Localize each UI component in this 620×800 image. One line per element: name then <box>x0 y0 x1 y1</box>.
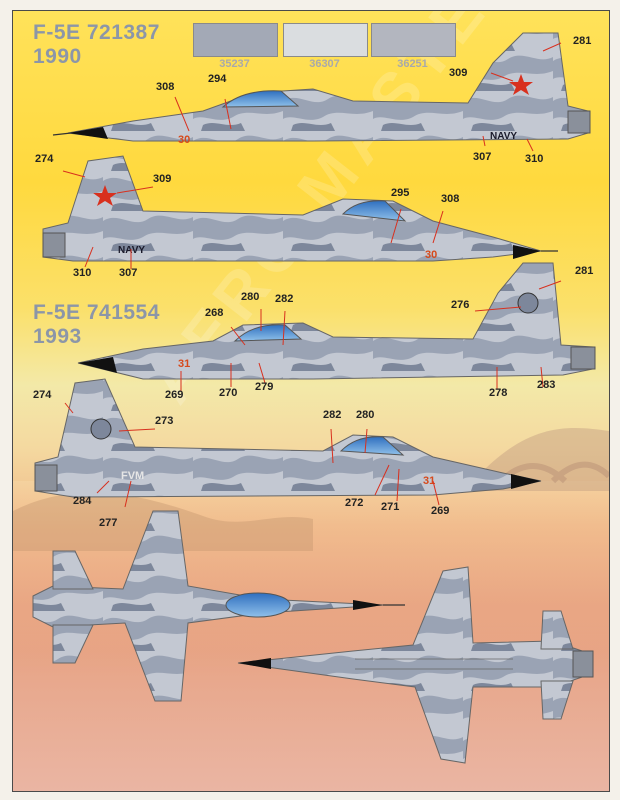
aircraft-1-star-b <box>93 185 117 206</box>
callout-269-a: 269 <box>165 389 184 401</box>
aircraft-2-serial: F-5E 741554 <box>33 301 160 324</box>
aircraft-1-star-a <box>509 74 533 95</box>
callout-280-b: 280 <box>356 409 375 421</box>
aircraft-2-profile-left: 31 <box>77 262 596 380</box>
swatch-code-36251: 36251 <box>397 58 428 70</box>
aircraft-2-title: F-5E 741554 1993 <box>33 301 160 349</box>
callout-295: 295 <box>391 187 410 199</box>
callout-308-a: 308 <box>156 81 175 93</box>
callout-270-a: 270 <box>219 387 238 399</box>
callout-281-b: 281 <box>575 265 594 277</box>
aircraft-1-modex-b: 30 <box>425 249 437 261</box>
callout-272: 272 <box>345 497 364 509</box>
swatch-36251 <box>371 23 456 57</box>
callout-282-b: 282 <box>323 409 342 421</box>
aircraft-2-tail-insignia-b <box>90 418 112 440</box>
sea-background <box>13 481 609 791</box>
aircraft-2-modex-a: 31 <box>178 358 190 370</box>
callout-269-b: 269 <box>431 505 450 517</box>
callout-274-a: 274 <box>35 153 54 165</box>
callout-279: 279 <box>255 381 274 393</box>
callout-274-b: 274 <box>33 389 52 401</box>
aircraft-2-tail-insignia-a <box>517 292 539 314</box>
swatch-code-35237: 35237 <box>219 58 250 70</box>
callout-310-a: 310 <box>525 153 544 165</box>
aircraft-1-title: F-5E 721387 1990 <box>33 21 160 69</box>
aircraft-artwork: 30 NAVY 30 NAVY 31 <box>32 32 596 764</box>
swatch-36307 <box>283 23 368 57</box>
aircraft-2-tail-code: FVM <box>121 470 144 482</box>
callout-278: 278 <box>489 387 508 399</box>
aircraft-1-year: 1990 <box>33 45 82 68</box>
callout-271: 271 <box>381 501 400 513</box>
callout-268: 268 <box>205 307 224 319</box>
aircraft-1-navy-b: NAVY <box>118 245 145 256</box>
callout-307-b: 307 <box>119 267 138 279</box>
swatch-code-36307: 36307 <box>309 58 340 70</box>
aircraft-1-serial: F-5E 721387 <box>33 21 160 44</box>
callout-277: 277 <box>99 517 118 529</box>
callout-276: 276 <box>451 299 470 311</box>
planform-bottom-view <box>237 566 594 764</box>
decal-sheet: AERO MASTER F-5E 721387 1990 F-5E 741554… <box>12 10 610 792</box>
planform-top-view <box>32 510 405 702</box>
callout-leaders <box>62 42 562 508</box>
aircraft-2-profile-right: FVM 31 <box>34 378 542 498</box>
aircraft-1-profile-right: 30 NAVY <box>42 155 558 262</box>
aircraft-2-year: 1993 <box>33 325 82 348</box>
aircraft-1-profile-left: 30 NAVY <box>52 32 591 146</box>
callout-283: 283 <box>537 379 556 391</box>
callout-309-a: 309 <box>449 67 468 79</box>
callout-308-b: 308 <box>441 193 460 205</box>
callout-284: 284 <box>73 495 92 507</box>
aircraft-1-navy-a: NAVY <box>490 131 517 142</box>
callout-309-b: 309 <box>153 173 172 185</box>
callout-282-a: 282 <box>275 293 294 305</box>
aircraft-2-modex-b: 31 <box>423 475 435 487</box>
callout-273: 273 <box>155 415 174 427</box>
callout-280-a: 280 <box>241 291 260 303</box>
aircraft-1-modex-a: 30 <box>178 134 190 146</box>
callout-294: 294 <box>208 73 227 85</box>
swatch-35237 <box>193 23 278 57</box>
callout-307-a: 307 <box>473 151 492 163</box>
callout-281-a: 281 <box>573 35 592 47</box>
callout-310-b: 310 <box>73 267 92 279</box>
